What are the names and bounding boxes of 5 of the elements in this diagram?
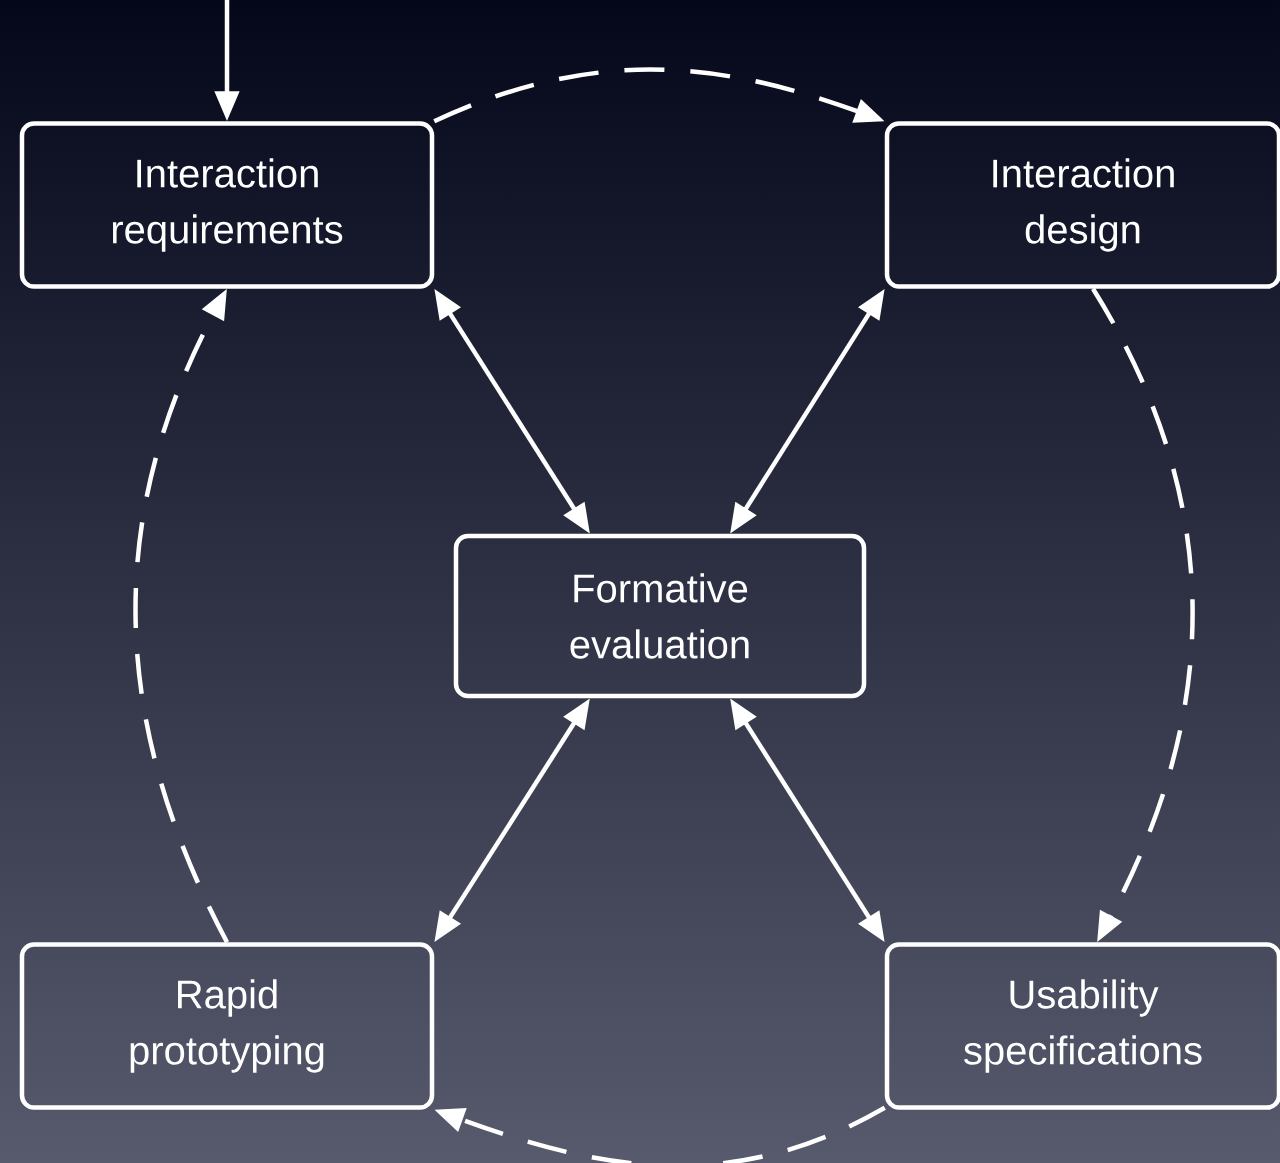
process-box: Interaction requirements — [19, 121, 435, 289]
process-box: Usability specifications — [884, 942, 1280, 1110]
process-box: Formative evaluation — [453, 533, 867, 699]
process-box: Rapid prototyping — [19, 942, 435, 1110]
process-box: Interaction design — [884, 121, 1280, 289]
